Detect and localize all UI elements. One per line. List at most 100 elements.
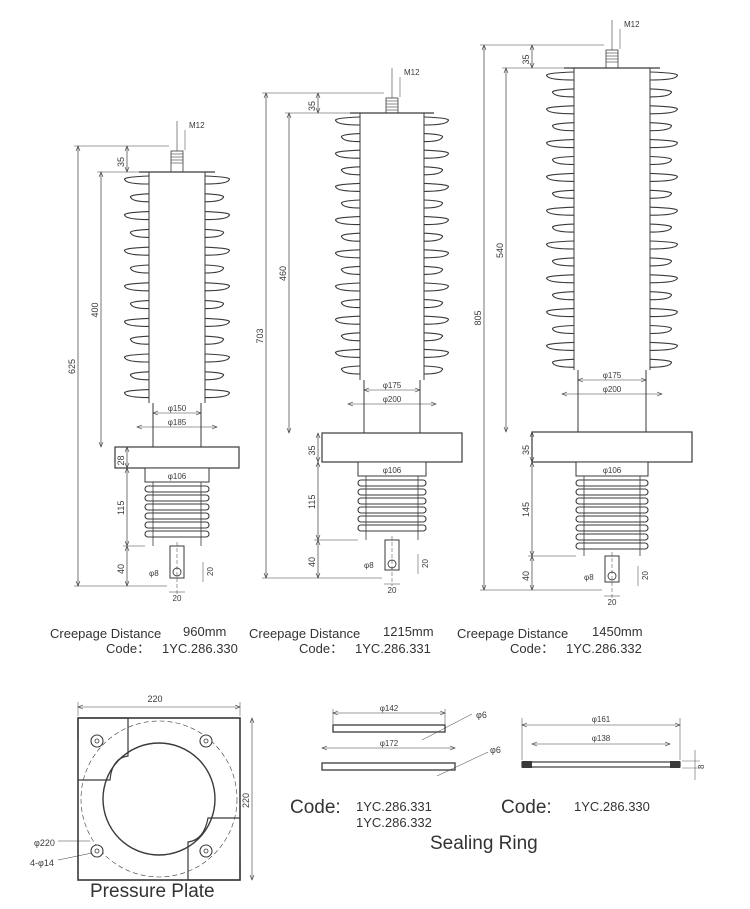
arrow-head xyxy=(315,432,321,439)
arrester-2-code-value: 1YC.286.331 xyxy=(355,641,431,656)
shed-left xyxy=(551,88,575,98)
base-shed xyxy=(144,503,210,511)
base-shed xyxy=(357,515,427,523)
base-shed xyxy=(357,497,427,505)
shed-right xyxy=(649,291,673,301)
dimension-label: φ6 xyxy=(476,710,487,720)
arrester-1-code-label: Code： xyxy=(106,641,151,656)
shed-right xyxy=(423,216,450,226)
shed-right xyxy=(423,232,444,242)
sealing-ring-left-code-2: 1YC.286.332 xyxy=(356,815,432,830)
arrow-head xyxy=(321,745,328,751)
shed-left xyxy=(334,116,361,126)
dimension-label: φ185 xyxy=(168,418,187,427)
shed-left xyxy=(129,228,150,238)
shed-left xyxy=(123,246,150,256)
shed-left xyxy=(340,232,361,242)
dimension-label: φ172 xyxy=(380,739,399,748)
arrow-head xyxy=(315,92,321,99)
ring-section xyxy=(522,761,532,768)
base-shed xyxy=(144,494,210,502)
dimension-line xyxy=(57,852,93,861)
dimension-label: 28 xyxy=(116,455,126,465)
shed-right xyxy=(204,175,231,185)
sealing-ring-right-code: 1YC.286.330 xyxy=(574,799,650,814)
shed-left xyxy=(129,193,150,203)
arrow-head xyxy=(640,377,647,383)
shed-left xyxy=(334,249,361,259)
dimension-label: φ200 xyxy=(383,395,402,404)
arrow-head xyxy=(124,145,130,152)
arrow-head xyxy=(664,741,671,747)
shed-right xyxy=(649,223,673,233)
dimension-label: φ106 xyxy=(603,466,622,475)
mounting-flange xyxy=(531,431,693,463)
dimension-label: φ150 xyxy=(168,404,187,413)
arrester-3-code-label: Code： xyxy=(510,641,555,656)
shed-right xyxy=(204,371,225,381)
sealing-ring-right-code-label: Code: xyxy=(501,797,552,818)
dimension-label: 40 xyxy=(307,557,317,567)
pressure-plate-title: Pressure Plate xyxy=(90,881,215,902)
arrow-head xyxy=(414,387,421,393)
base-collar xyxy=(144,467,210,483)
arrester-1-creepage-value: 960mm xyxy=(183,624,227,639)
arrow-head xyxy=(315,107,321,114)
sealing-ring-142 xyxy=(332,724,446,733)
arrow-head xyxy=(152,410,159,416)
arrow-head xyxy=(503,426,509,433)
bolt-circle xyxy=(80,720,238,878)
bolt-hole-inner xyxy=(94,848,100,854)
shed-left xyxy=(334,282,361,292)
dimension-label: 145 xyxy=(521,502,531,517)
shed-left xyxy=(545,341,575,351)
arrow-head xyxy=(439,710,446,716)
shed-right xyxy=(423,365,444,375)
dimension-label: M12 xyxy=(624,20,640,29)
dimension-label: φ142 xyxy=(380,704,399,713)
dimension-label: 20 xyxy=(173,594,182,603)
dimension-label: 625 xyxy=(67,359,77,374)
shed-left xyxy=(545,71,575,81)
dimension-label: φ138 xyxy=(592,734,611,743)
base-shed xyxy=(575,506,649,514)
arrow-head xyxy=(263,572,269,579)
arrester-3-creepage-label: Creepage Distance xyxy=(457,626,569,641)
dimension-label: 35 xyxy=(307,445,317,455)
shed-right xyxy=(423,116,450,126)
shed-left xyxy=(340,199,361,209)
shed-right xyxy=(204,246,231,256)
shed-right xyxy=(649,88,673,98)
shed-right xyxy=(649,155,673,166)
shed-left xyxy=(545,240,575,250)
shed-left xyxy=(551,358,575,368)
shed-right xyxy=(649,240,679,250)
base-shed xyxy=(575,542,649,550)
shed-left xyxy=(123,389,150,399)
arrow-head xyxy=(124,446,130,453)
bolt-hole-inner xyxy=(94,738,100,744)
arrow-head xyxy=(75,145,81,152)
dimension-label: 35 xyxy=(521,445,531,455)
shed-left xyxy=(545,308,575,318)
dimension-label: 20 xyxy=(608,598,617,607)
shed-left xyxy=(551,189,575,199)
base-shed xyxy=(575,479,649,487)
dimension-label: φ220 xyxy=(34,838,55,848)
arrester-2-code-label: Code： xyxy=(299,641,344,656)
arrow-head xyxy=(286,427,292,434)
base-shed xyxy=(357,479,427,487)
base-collar xyxy=(357,461,427,477)
dimension-label: 35 xyxy=(307,101,317,111)
shed-right xyxy=(204,300,225,310)
shed-left xyxy=(334,348,361,358)
arrow-head xyxy=(529,62,535,69)
shed-right xyxy=(649,274,679,284)
arrow-head xyxy=(249,717,255,724)
shed-left xyxy=(334,216,361,226)
dimension-label: 40 xyxy=(521,571,531,581)
mounting-flange xyxy=(114,446,240,469)
shed-right xyxy=(423,149,450,159)
shed-left xyxy=(334,182,361,192)
